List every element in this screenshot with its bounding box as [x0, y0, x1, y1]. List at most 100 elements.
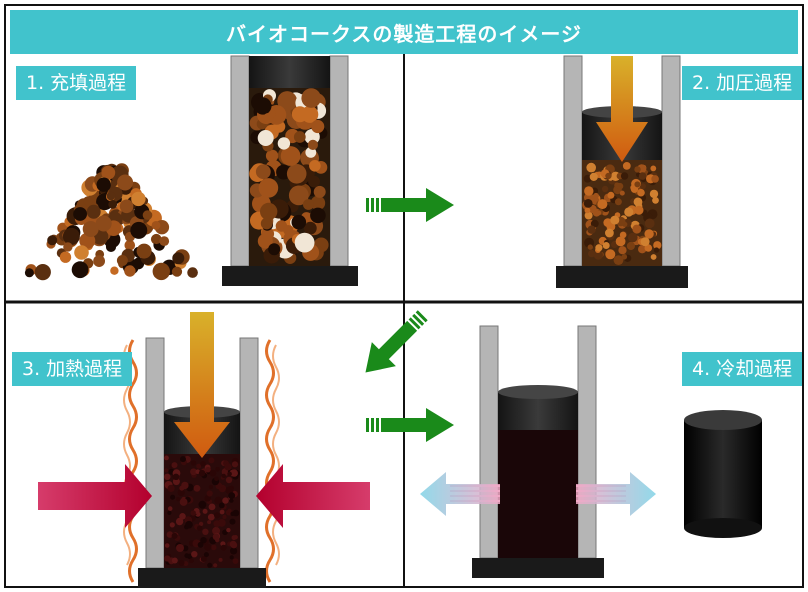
biomass-particle: [164, 543, 170, 548]
biomass-particle: [205, 466, 211, 473]
heat-wave-right: [265, 339, 275, 583]
biomass-particle: [584, 211, 593, 220]
biomass-particle: [212, 526, 221, 535]
biomass-particle: [190, 460, 197, 466]
piston: [249, 56, 330, 88]
biomass-particle: [117, 174, 134, 191]
biomass-particle: [301, 88, 322, 108]
biomass-particle: [650, 165, 657, 172]
transition-arrow-1-2: [366, 188, 454, 222]
biomass-particle: [589, 172, 598, 181]
biomass-particle: [632, 224, 642, 234]
biomass-particle: [224, 463, 232, 471]
biomass-particle: [47, 235, 58, 246]
biomass-particle: [229, 540, 237, 548]
biomass-particle: [177, 488, 185, 496]
biomass-particle: [605, 249, 616, 260]
biomass-particles-compressed: [582, 162, 662, 265]
biomass-particle: [303, 221, 317, 235]
heat-arrow-right: [256, 464, 370, 528]
biomass-particle: [620, 172, 629, 180]
biomass-particle: [590, 219, 599, 228]
biomass-particle: [286, 164, 307, 184]
biomass-particle: [151, 233, 162, 245]
biomass-particle: [190, 468, 197, 476]
biomass-particle: [218, 557, 223, 562]
biomass-particle: [71, 261, 89, 279]
biomass-particle: [95, 215, 112, 232]
biomass-particle: [644, 244, 653, 252]
biomass-particle: [159, 236, 170, 247]
biomass-particle: [202, 508, 208, 514]
diagram-title: バイオコークスの製造工程のイメージ: [10, 10, 798, 54]
press-arrow: [174, 312, 230, 458]
biomass-particle: [596, 210, 602, 216]
heat-arrow-left: [38, 464, 152, 528]
piston-top: [498, 385, 578, 399]
biomass-particle: [593, 250, 603, 260]
biomass-particle: [82, 221, 99, 237]
biomass-particle: [189, 558, 194, 564]
biomass-particle: [311, 119, 325, 134]
biomass-particle: [187, 267, 198, 278]
biomass-particle: [309, 160, 321, 172]
biomass-particle: [261, 227, 275, 241]
biomass-particle: [265, 149, 279, 162]
biomass-particle: [644, 218, 655, 229]
panel-cooling: [420, 325, 762, 578]
biomass-particle: [207, 562, 213, 568]
biomass-particle: [227, 508, 232, 513]
biomass-particle: [213, 520, 221, 528]
panel-pressing: [556, 55, 688, 288]
biomass-particle: [176, 497, 181, 502]
biomass-particle: [614, 182, 620, 189]
biomass-particle: [222, 497, 229, 504]
biomass-particle: [589, 165, 596, 172]
biomass-particle: [171, 462, 178, 469]
biomass-particle: [584, 186, 594, 196]
biomass-particle: [229, 498, 234, 503]
biomass-particle: [254, 97, 272, 115]
biomass-particle: [231, 461, 239, 468]
biomass-particle: [231, 535, 237, 541]
biomass-particle: [303, 199, 314, 210]
biomass-particle: [196, 525, 203, 531]
biomass-particle: [613, 255, 624, 265]
biomass-particle: [225, 476, 233, 484]
biomass-particle: [257, 130, 274, 146]
panel-heating: [38, 312, 370, 588]
biomass-particle: [601, 185, 609, 193]
biomass-pile: [24, 163, 198, 281]
biomass-particle: [198, 469, 206, 477]
biomass-particle: [229, 555, 234, 560]
biomass-particle: [283, 225, 294, 236]
biomass-particle: [587, 225, 596, 234]
biomass-particle: [638, 245, 647, 254]
transition-arrow-2-3: [365, 310, 428, 373]
step-label-cooling: 4. 冷却過程: [682, 352, 803, 386]
biomass-particle: [206, 490, 213, 497]
biomass-particle: [142, 210, 153, 220]
biomass-particle: [277, 91, 298, 111]
biomass-particle: [203, 552, 209, 558]
biomass-particle: [101, 165, 116, 180]
cylinder-wall-left: [563, 55, 583, 267]
biomass-particle: [218, 502, 225, 509]
biomass-particle: [119, 199, 134, 214]
biomass-particle: [653, 247, 660, 253]
biomass-particles-loose: [249, 88, 329, 264]
biomass-particle: [171, 557, 178, 564]
biomass-particle: [294, 232, 315, 253]
biomass-particle: [260, 217, 273, 230]
biomass-particle: [651, 175, 659, 183]
cylinder-wall-left: [479, 325, 499, 559]
biomass-particle: [86, 204, 101, 219]
cool-arrow-left: [420, 472, 500, 516]
biomass-particle: [74, 245, 89, 260]
biomass-particle: [226, 527, 231, 533]
biomass-particle: [291, 106, 308, 123]
biomass-particle: [164, 473, 171, 480]
step-label-pressing: 2. 加圧過程: [682, 66, 803, 100]
